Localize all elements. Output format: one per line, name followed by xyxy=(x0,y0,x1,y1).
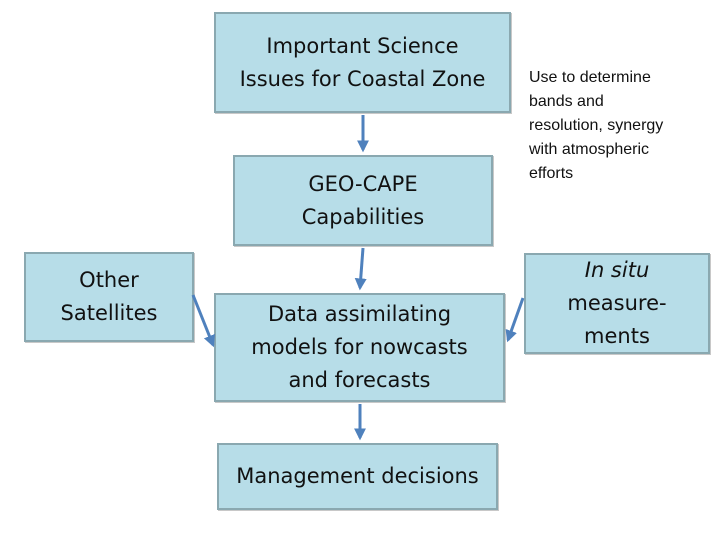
management-decisions-label: Management decisions xyxy=(236,464,479,488)
data-assimilating-models-box: Data assimilating models for nowcasts an… xyxy=(214,293,505,402)
data-assimilating-models-label: Data assimilating models for nowcasts an… xyxy=(251,302,468,392)
measurements-label: measure- ments xyxy=(567,291,667,348)
management-decisions-box: Management decisions xyxy=(217,443,498,510)
in-situ-label: In situ xyxy=(584,258,650,282)
arrow-satellites-to-models xyxy=(191,294,216,348)
arrow-insitu-to-models xyxy=(505,297,525,343)
in-situ-measurements-box: In situ measure- ments xyxy=(524,253,710,354)
science-issues-box: Important Science Issues for Coastal Zon… xyxy=(214,12,511,113)
geocape-capabilities-label: GEO-CAPE Capabilities xyxy=(301,171,425,229)
arrow-geocape-to-models xyxy=(354,247,367,291)
science-issues-label: Important Science Issues for Coastal Zon… xyxy=(239,33,486,91)
other-satellites-box: Other Satellites xyxy=(24,252,194,342)
other-satellites-label: Other Satellites xyxy=(60,268,158,325)
bands-resolution-note: Use to determine bands and resolution, s… xyxy=(529,69,664,182)
geocape-capabilities-box: GEO-CAPE Capabilities xyxy=(233,155,493,246)
